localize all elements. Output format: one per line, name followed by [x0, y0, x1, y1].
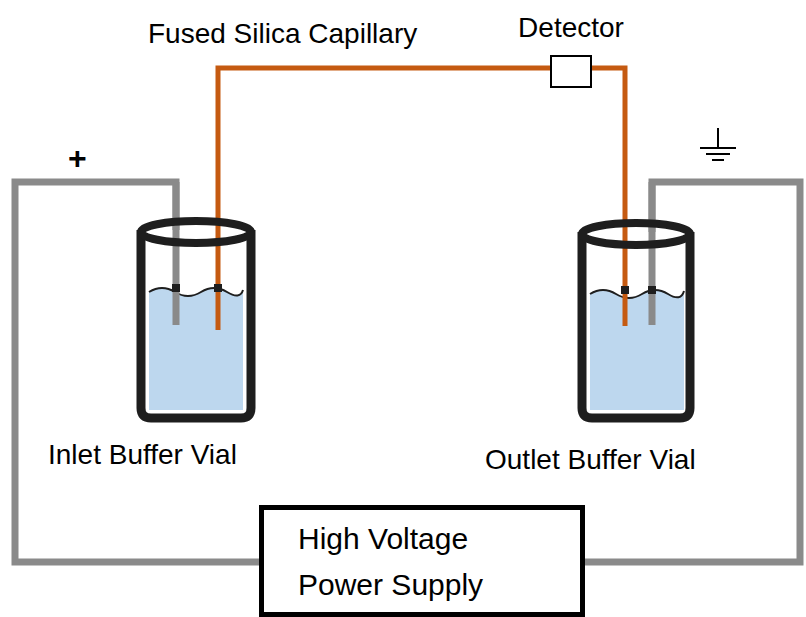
power-supply-box: High Voltage Power Supply — [259, 505, 585, 617]
ground-symbol — [700, 128, 736, 160]
positive-wire — [15, 182, 262, 562]
capillary-tube — [218, 68, 625, 330]
detector-box: Detector — [550, 55, 592, 88]
vial-label: Inlet Buffer Vial — [48, 438, 237, 472]
vial-rim — [582, 223, 690, 245]
inlet-vial — [141, 230, 251, 418]
polarity-sign: + — [68, 141, 87, 175]
supply-label: High Voltage Power Supply — [264, 510, 538, 608]
outlet-vial — [582, 232, 690, 418]
ground-wire — [582, 182, 800, 562]
rod-marks — [172, 284, 656, 294]
detector-label: Detector — [518, 11, 624, 45]
vial-rim — [141, 221, 251, 243]
capillary-label: Fused Silica Capillary — [148, 17, 417, 51]
electrode — [649, 182, 656, 325]
electrode — [173, 182, 180, 325]
vial-label: Outlet Buffer Vial — [485, 443, 696, 477]
